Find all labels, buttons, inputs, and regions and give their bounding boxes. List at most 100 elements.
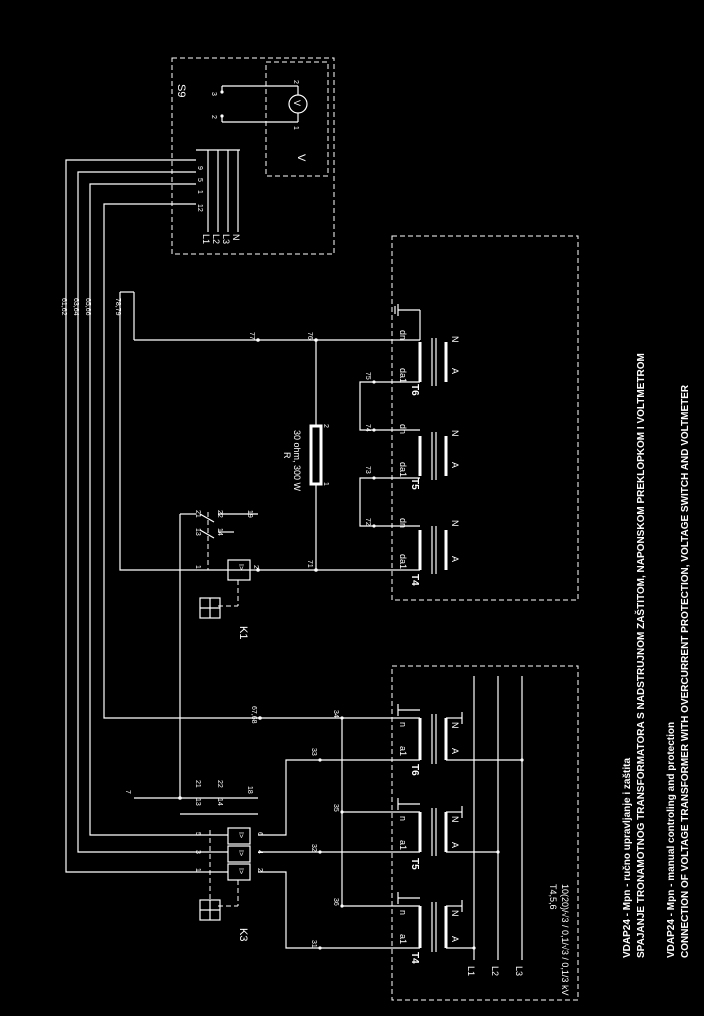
k3-relay-group: 7 21 22 13 14 18 5 3 1 6 4 2 I> I> I> K3 xyxy=(124,780,263,941)
bus-label-78-79: 78,79 xyxy=(114,298,121,316)
k1-term-2: 2 xyxy=(252,565,259,569)
voltmeter-pin-2: 2 xyxy=(292,80,299,84)
svg-text:a1: a1 xyxy=(398,746,408,756)
k3-term-2: 2 xyxy=(256,868,263,872)
t6-upper-label: T6 xyxy=(409,384,420,396)
s9-phase-l3: L3 xyxy=(221,234,231,244)
svg-text:a1: a1 xyxy=(398,840,408,850)
svg-text:A: A xyxy=(450,748,460,754)
k1-term-14: 14 xyxy=(216,528,223,536)
k1-term-13: 13 xyxy=(194,528,201,536)
wire-33: 33 xyxy=(310,748,317,756)
svg-text:n: n xyxy=(398,816,408,821)
title-block: VDAP24 - Mpn - ručno upravljanje i zašti… xyxy=(622,353,691,958)
s9-term-12: 12 xyxy=(196,204,203,212)
svg-text:da1: da1 xyxy=(398,462,408,477)
t4-lower-label: T4 xyxy=(409,952,420,964)
svg-text:n: n xyxy=(398,722,408,727)
svg-text:dn: dn xyxy=(398,424,408,434)
t5-upper-label: T5 xyxy=(409,478,420,490)
upper-dashed-box xyxy=(391,235,579,601)
voltmeter-symbol: V xyxy=(292,100,302,106)
title-line2-sr: SPAJANJE TRONAMOTNOG TRANSFORMATORA S NA… xyxy=(634,353,647,958)
bus-label-63-64: 63,64 xyxy=(72,298,79,316)
k1-label: K1 xyxy=(237,626,249,639)
k3-term-7: 7 xyxy=(124,790,131,794)
k3-term-1: 1 xyxy=(194,868,201,872)
title-line1-en: VDAP24 - Mpn - manual controling and pro… xyxy=(666,722,677,958)
s9-label: S9 xyxy=(175,84,187,97)
t6-lower-label: T6 xyxy=(409,764,420,776)
wire-32: 32 xyxy=(310,844,317,852)
wire-75: 75 xyxy=(364,372,371,380)
svg-text:A: A xyxy=(450,936,460,942)
svg-text:N: N xyxy=(450,520,460,527)
k3-term-14: 14 xyxy=(216,798,223,806)
s9-phase-l2: L2 xyxy=(211,234,221,244)
svg-text:N: N xyxy=(450,910,460,917)
resistor-spec: 30 ohm, 300 W xyxy=(292,430,302,492)
bus-wires: 61,62 63,64 65,66 78,79 xyxy=(60,159,260,873)
transformer-t6-upper: dn da1 N A T6 xyxy=(398,330,460,396)
k3-term-22: 22 xyxy=(216,780,223,788)
wire-71: 71 xyxy=(306,560,313,568)
lower-dashed-box xyxy=(391,665,579,1001)
svg-text:N: N xyxy=(450,722,460,729)
k3-term-21: 21 xyxy=(194,780,201,788)
s9-term-9: 9 xyxy=(196,166,203,170)
s9-dashed-box xyxy=(171,57,335,255)
star-connection-section: 33 32 31 67,68 34 35 36 xyxy=(250,665,579,1001)
svg-text:N: N xyxy=(450,430,460,437)
svg-text:I>: I> xyxy=(237,868,244,874)
k3-term-13: 13 xyxy=(194,798,201,806)
svg-text:A: A xyxy=(450,556,460,562)
k3-term-5: 5 xyxy=(194,832,201,836)
svg-text:dn: dn xyxy=(398,330,408,340)
t4-upper-label: T4 xyxy=(409,574,420,586)
k3-term-18: 18 xyxy=(246,786,253,794)
wire-67-68: 67,68 xyxy=(250,706,257,724)
k1-term-1: 1 xyxy=(194,565,201,569)
k3-relay-icon-3 xyxy=(227,863,251,881)
resistor-icon xyxy=(309,424,323,486)
wire-77: 77 xyxy=(248,332,255,340)
svg-text:I>: I> xyxy=(237,832,244,838)
s9-phase-n: N xyxy=(231,234,241,241)
k1-term-21: 21 xyxy=(194,510,201,518)
line-l1: L1 xyxy=(466,966,476,976)
title-line2-en: CONNECTION OF VOLTAGE TRANSFORMER WITH O… xyxy=(680,384,691,958)
rating-line1: T4,5,6 xyxy=(548,884,558,910)
svg-text:N: N xyxy=(450,336,460,343)
s9-switch-group: S9 V V 1 2 3 2 12 1 5 9 L1 L2 L3 N xyxy=(171,57,335,255)
svg-text:da1: da1 xyxy=(398,554,408,569)
svg-text:dn: dn xyxy=(398,518,408,528)
svg-text:A: A xyxy=(450,368,460,374)
wire-31: 31 xyxy=(310,940,317,948)
transformer-t4-lower: n a1 N A T4 xyxy=(398,902,460,964)
k3-relay-icon-2 xyxy=(227,845,251,863)
wire-74: 74 xyxy=(364,424,371,432)
voltmeter-label: V xyxy=(295,154,307,162)
wire-36: 36 xyxy=(332,898,339,906)
svg-text:A: A xyxy=(450,842,460,848)
wire-72: 72 xyxy=(364,518,371,526)
resistor-pin-2: 2 xyxy=(322,424,329,428)
s9-contact-2: 2 xyxy=(210,115,217,119)
transformer-t5-lower: n a1 N A T5 xyxy=(398,808,460,870)
k1-relay-group: 21 22 13 14 1 2 19 I> K1 xyxy=(179,510,259,798)
line-l3: L3 xyxy=(514,966,524,976)
wire-73: 73 xyxy=(364,466,371,474)
k3-relay-icon-1 xyxy=(227,827,251,845)
t5-lower-label: T5 xyxy=(409,858,420,870)
k1-relay-symbol: I> xyxy=(237,564,244,570)
open-delta-section: 77 76 71 R 30 ohm, 300 W 1 2 75 74 73 72 xyxy=(134,235,579,601)
s9-contact-3: 3 xyxy=(210,92,217,96)
k1-relay-icon xyxy=(227,559,251,581)
bus-label-61-62: 61,62 xyxy=(60,298,67,316)
transformer-t4-upper: dn da1 N A T4 xyxy=(398,518,460,586)
s9-term-5: 5 xyxy=(196,178,203,182)
line-l2: L2 xyxy=(490,966,500,976)
wire-34: 34 xyxy=(332,710,339,718)
title-line1-sr: VDAP24 - Mpn - ručno upravljanje i zašti… xyxy=(622,758,633,958)
